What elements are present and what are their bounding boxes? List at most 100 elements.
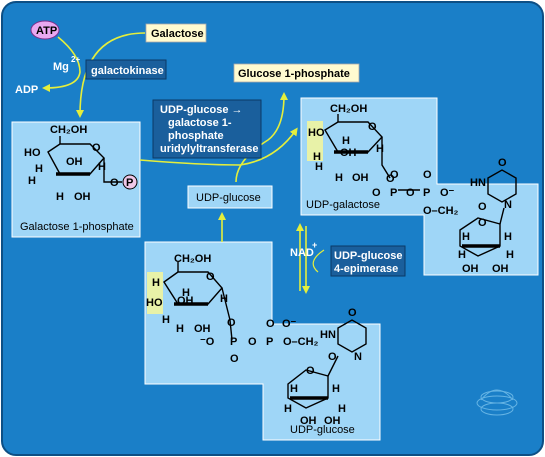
udpgal-ribose-h-3: H (458, 249, 466, 261)
udpglc-o-bottom: O (230, 353, 239, 365)
uridylyltransferase-enzyme: UDP-glucose → galactose 1- phosphate uri… (152, 99, 262, 159)
udpgal-ho: HO (308, 127, 325, 139)
udpglc-h-5: H (182, 287, 190, 299)
epimerase-enzyme: UDP-glucose 4-epimerase (330, 245, 406, 277)
galactose-1-phosphate-label: Galactose 1-phosphate (20, 221, 134, 233)
udpglc-oh-3: OH (177, 295, 194, 307)
udpglc-minus-o: ⁻O (200, 336, 215, 348)
atp-label: ATP (36, 25, 57, 37)
g1p-o-1: O (110, 177, 119, 189)
udpglc-p-1: P (230, 336, 237, 348)
udpgal-ribose-h-1: H (462, 231, 470, 243)
udpglc-o-1: O (227, 317, 236, 329)
uridylyltransferase-line-3: phosphate (168, 130, 224, 142)
udpgal-ch2oh: CH₂OH (330, 103, 367, 115)
nad-label: NAD (290, 247, 314, 259)
udpgal-o-bridge: O (406, 187, 415, 199)
udpgal-n: N (504, 199, 512, 211)
udpgal-o-link: O (386, 173, 395, 185)
udp-galactose-atoms: CH₂OH O HO H H OH H H OH H O O P O P O⁻ … (308, 103, 514, 275)
udpgal-o-1: O (372, 187, 381, 199)
mg-label: Mg (53, 61, 69, 73)
udpglc-ribose-o: O (306, 365, 315, 377)
mg-charge: 2+ (71, 55, 80, 64)
uridylyltransferase-line-2: galactose 1- (168, 117, 232, 129)
udp-glucose-structure (147, 262, 367, 409)
udpglc-oh-2: OH (194, 323, 211, 335)
g1p-h-3: H (28, 175, 36, 187)
udpgal-ribose-oh-1: OH (462, 263, 479, 275)
glucose-1-phosphate-label: Glucose 1-phosphate (238, 68, 350, 80)
udpglc-o-ch2: O–CH₂ (283, 336, 319, 348)
udpgal-o-top-2: O (423, 169, 432, 181)
udpglucose-to-glc1p-arrow (235, 92, 288, 183)
udpgal-o-ch2: O–CH₂ (423, 205, 459, 217)
nad-charge: + (312, 240, 317, 250)
udpgal-ring-o: O (368, 121, 377, 133)
udp-galactose-panel (300, 97, 539, 276)
g1p-ho-4: HO (24, 147, 41, 159)
udp-glucose-box: UDP-glucose (187, 185, 273, 209)
uridylyltransferase-line-4: uridylyltransferase (160, 143, 258, 155)
nad-curve (312, 249, 325, 273)
galactokinase-enzyme: galactokinase (85, 59, 167, 80)
atp-badge: ATP (30, 20, 60, 40)
udpglc-ribose-h-2: H (332, 383, 340, 395)
udpglc-ribose-h-3: H (284, 403, 292, 415)
udpgal-h-4: H (313, 151, 321, 163)
udpglc-h-3: H (162, 314, 170, 326)
udp-glucose-panel-label: UDP-glucose (290, 424, 355, 436)
udpglc-o-bridge: O (248, 336, 257, 348)
udpgal-h-2: H (335, 172, 343, 184)
udp-glucose-box-label: UDP-glucose (196, 192, 261, 204)
uridylyltransferase-line-1: UDP-glucose → (160, 104, 243, 116)
udpgal-hn: HN (470, 177, 486, 189)
glucose-1-phosphate-badge: Glucose 1-phosphate (233, 63, 360, 83)
galactose-to-g1p-arrow (76, 32, 146, 118)
adp-label: ADP (15, 84, 38, 96)
udpglc-uracil-o: O (348, 307, 357, 319)
udpglc-o-top: O (266, 318, 275, 330)
udpgal-uracil-o2: O (478, 201, 487, 213)
udpglc-ribose-oh-1: OH (300, 415, 317, 427)
epimerase-line-2: 4-epimerase (334, 263, 398, 275)
udpgal-h-5: H (342, 135, 350, 147)
g1p-ring-o: O (92, 142, 101, 154)
g1p-to-udpgal-arrow (139, 127, 298, 166)
udpgal-o-minus: O⁻ (440, 187, 455, 199)
udpglc-ho: HO (146, 297, 163, 309)
galactose-label: Galactose (151, 28, 204, 40)
udp-glucose-panel (144, 241, 381, 441)
g1p-p: P (126, 177, 133, 189)
udp-galactose-label: UDP-galactose (306, 199, 380, 211)
udpglc-h-1: H (220, 293, 228, 305)
biocarta-logo (476, 389, 518, 416)
g1p-oh-3: OH (66, 156, 83, 168)
udpglc-ribose-h-4: H (338, 403, 346, 415)
udpgal-p-2: P (423, 187, 430, 199)
galactose-1-phosphate-structure (47, 136, 138, 190)
udpgal-p-1: P (390, 187, 397, 199)
udpglc-ribose-h-1: H (290, 383, 298, 395)
udpglc-p-2: P (266, 336, 273, 348)
udpgal-oh-3: OH (340, 147, 357, 159)
udpglc-hn: HN (320, 329, 336, 341)
udp-galactose-structure (307, 114, 517, 257)
udpglc-n: N (354, 351, 362, 363)
reaction-arrows (42, 32, 325, 294)
udpgal-uracil-o: O (498, 157, 507, 169)
atp-adp-side-arrow (42, 36, 81, 92)
udp-glucose-atoms: CH₂OH O H HO H OH H H OH H O ⁻O P O P O–… (146, 253, 362, 427)
galactose-1-phosphate-panel: Galactose 1-phosphate (11, 121, 141, 238)
udpgal-oh-2: OH (352, 172, 369, 184)
udpgal-ribose-h-4: H (506, 249, 514, 261)
udpglc-ring-o: O (206, 271, 215, 283)
galactose-badge: Galactose (145, 23, 207, 43)
udpglc-ch2oh: CH₂OH (174, 253, 211, 265)
udpgal-ribose-o: O (478, 217, 487, 229)
epimerase-line-1: UDP-glucose (334, 250, 402, 262)
udpgal-h-3: H (315, 161, 323, 173)
galactose-1-phosphate-atoms: CH₂OH O HO H OH H H OH H O P (24, 124, 133, 203)
udpgal-ribose-h-2: H (504, 231, 512, 243)
